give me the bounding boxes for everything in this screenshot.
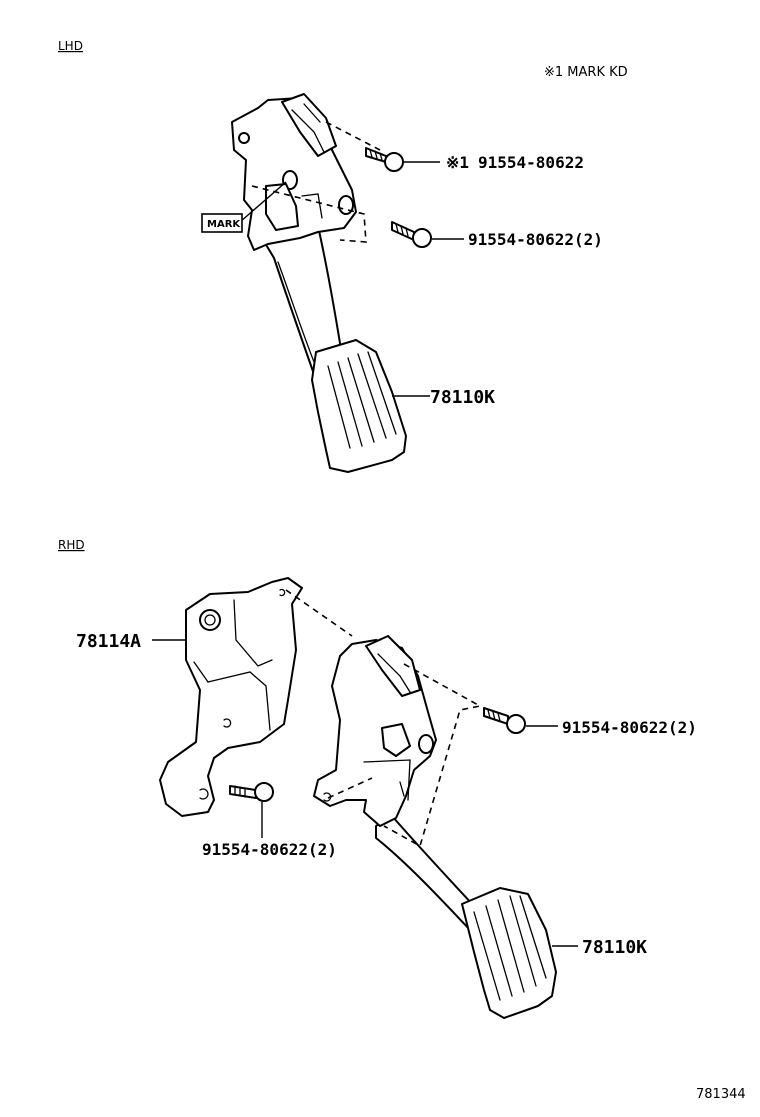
rhd-bolt-lower-part-number: 91554-80622(2) <box>202 840 337 859</box>
rhd-bolt-path-bracket <box>285 589 353 637</box>
lhd-bolt-marked-thread <box>369 149 383 161</box>
rhd-pad-groove-2 <box>485 905 513 997</box>
rhd-bracket-fold-2 <box>207 671 271 731</box>
rhd-bracket-fold-1 <box>233 599 273 667</box>
rhd-bolt-lower-head <box>254 782 274 802</box>
rhd-bolt-right <box>483 707 526 734</box>
lhd-bolt-part-number: 91554-80622(2) <box>468 230 603 249</box>
lhd-bolt-pair-thread <box>395 223 409 237</box>
rhd-connector-detail <box>377 653 411 693</box>
rhd-bracket-hole-corner <box>279 588 286 597</box>
lhd-bolt-marked <box>365 147 404 172</box>
lhd-pad-groove-4 <box>357 353 387 439</box>
rhd-pedal-part-number: 78110K <box>582 937 647 958</box>
lhd-pad-groove-3 <box>347 357 375 443</box>
lhd-housing-rib <box>301 193 323 219</box>
mark-note: ※1 MARK KD <box>544 65 628 80</box>
lhd-bolt-pair <box>391 221 432 248</box>
rhd-bolt-lower-thread <box>234 785 246 798</box>
section-label-rhd: RHD <box>58 538 85 552</box>
rhd-pad-groove-5 <box>519 895 547 979</box>
lhd-bolt-pair-head <box>412 228 432 248</box>
lhd-housing-window <box>265 183 299 231</box>
rhd-pedal-housing <box>313 639 437 827</box>
rhd-housing-mark <box>399 781 405 797</box>
rhd-pad-groove-1 <box>473 911 501 1001</box>
rhd-housing-window <box>381 723 411 757</box>
lhd-arm-contour <box>277 261 319 373</box>
lhd-mount-hole <box>238 132 250 144</box>
rhd-pedal-pad <box>461 887 557 1019</box>
rhd-side-boss <box>418 734 434 754</box>
rhd-bolt-right-part-number: 91554-80622(2) <box>562 718 697 737</box>
rhd-bracket <box>159 577 303 817</box>
rhd-connector <box>365 635 421 697</box>
lhd-pad-groove-2 <box>337 361 363 447</box>
lhd-pad-groove-1 <box>327 365 351 449</box>
rhd-pad-groove-4 <box>509 895 537 987</box>
rhd-bracket-hole-mid <box>223 718 232 728</box>
rhd-bolt-path-lower <box>327 777 373 799</box>
rhd-bolt-lower-shank <box>229 785 257 799</box>
lhd-connector-rib <box>303 103 321 123</box>
lhd-pad-groove-5 <box>367 351 397 435</box>
rhd-bracket-hole-top-inner <box>204 614 216 626</box>
rhd-bracket-body <box>159 577 303 817</box>
mark-tag-label: MARK <box>207 219 241 230</box>
diagram-id: 781344 <box>696 1087 746 1102</box>
lhd-bolt-path-2 <box>251 185 367 243</box>
rhd-bolt-path-right <box>383 663 483 848</box>
lhd-side-boss <box>338 195 354 215</box>
rhd-bolt-lower <box>229 782 274 802</box>
lhd-bolt-pair-shank <box>391 221 415 241</box>
lhd-pedal-part-number: 78110K <box>430 387 495 408</box>
lhd-pedal-pad <box>311 339 407 473</box>
lhd-bolt-marked-head <box>384 152 404 172</box>
lhd-bolt-marked-part-number: 91554-80622 <box>478 153 584 172</box>
rhd-bracket-hole-top <box>199 609 221 631</box>
rhd-bolt-right-head <box>506 714 526 734</box>
rhd-pad-groove-3 <box>497 899 525 993</box>
rhd-bracket-part-number: 78114A <box>76 631 141 652</box>
rhd-bracket-edge <box>193 661 209 683</box>
lhd-mark-leader <box>239 181 287 223</box>
section-label-lhd: LHD <box>58 39 83 53</box>
rhd-pedal-arm <box>375 815 475 931</box>
mark-tag-box <box>201 213 243 233</box>
lhd-connector-detail <box>291 109 325 153</box>
lhd-connector <box>281 93 337 157</box>
rhd-housing-rib <box>363 759 411 801</box>
lhd-bolt-marked-symbol: ※1 <box>446 153 469 172</box>
lhd-pedal-assembly <box>231 93 407 473</box>
rhd-bracket-hole-low <box>199 788 209 800</box>
rhd-pedal-assembly <box>285 589 557 1019</box>
rhd-bolt-right-thread <box>487 709 501 722</box>
